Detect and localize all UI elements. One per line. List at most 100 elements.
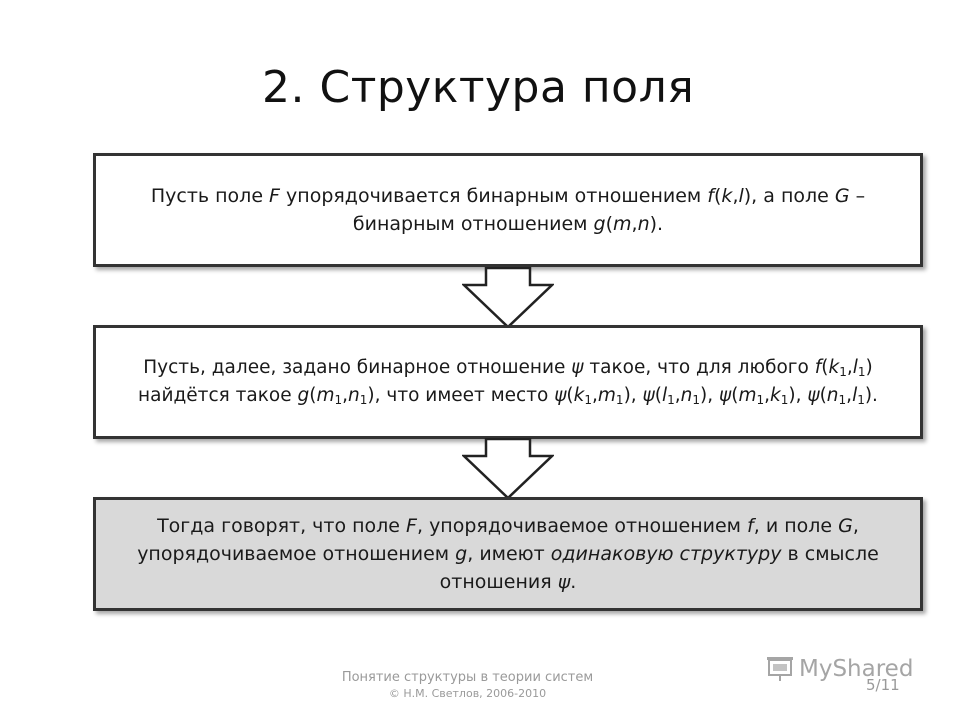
text-run: ( — [714, 185, 722, 207]
text-run: найдётся такое — [138, 385, 298, 406]
text-run: ( — [819, 385, 827, 406]
subscript: 1 — [756, 393, 765, 407]
watermark-text: MyShared — [799, 656, 914, 682]
math-symbol: ψ — [554, 385, 567, 406]
subscript: 1 — [692, 393, 701, 407]
text-run: ), — [623, 385, 643, 406]
text-run: ( — [566, 385, 574, 406]
math-symbol: n — [680, 385, 693, 406]
math-symbol: n — [637, 213, 650, 235]
math-symbol: l — [738, 185, 744, 207]
subscript: 1 — [780, 393, 789, 407]
text-run: упорядочиваемое отношением — [137, 543, 456, 565]
math-symbol: одинаковую структуру — [550, 543, 782, 565]
math-symbol: m — [613, 213, 632, 235]
premise-box-1: Пусть поле F упорядочивается бинарным от… — [93, 153, 923, 267]
text-run: ( — [654, 385, 662, 406]
math-symbol: F — [269, 185, 280, 207]
watermark-logo: MyShared — [766, 656, 913, 682]
premise-text-2: Пусть, далее, задано бинарное отношение … — [138, 354, 878, 410]
text-run: ( — [309, 385, 317, 406]
text-run: , — [342, 385, 349, 406]
slide-footer: Понятие структуры в теории систем © Н.М.… — [320, 670, 615, 702]
down-arrow-icon — [462, 438, 554, 500]
math-symbol: k — [721, 185, 733, 207]
math-symbol: g — [455, 543, 468, 565]
text-run: ( — [821, 357, 829, 378]
math-symbol: k — [770, 385, 781, 406]
slide-title: 2. Структура поля — [262, 62, 695, 113]
text-run: ) — [865, 357, 873, 378]
subscript: 1 — [667, 393, 675, 407]
math-symbol: k — [828, 357, 840, 378]
math-symbol: G — [838, 515, 853, 537]
text-run: , — [764, 385, 771, 406]
page-number: 5/11 — [866, 676, 900, 694]
text-run: Пусть, далее, задано бинарное отношение — [143, 357, 572, 378]
premise-box-2: Пусть, далее, задано бинарное отношение … — [93, 325, 923, 439]
text-run: ), — [788, 385, 808, 406]
math-symbol: ψ — [719, 385, 732, 406]
subscript: 1 — [584, 393, 592, 407]
math-symbol: ψ — [571, 357, 584, 378]
subscript: 1 — [839, 365, 847, 379]
text-run: ), а поле — [743, 185, 835, 207]
text-run: ), что имеет место — [367, 385, 555, 406]
text-run: отношения — [439, 571, 558, 593]
math-symbol: m — [738, 385, 757, 406]
text-run: , — [846, 385, 853, 406]
subscript: 1 — [838, 393, 847, 407]
text-run: Пусть поле — [150, 185, 270, 207]
text-run: в смысле — [781, 543, 879, 565]
projector-screen-icon — [767, 657, 793, 681]
math-symbol: f — [814, 357, 822, 378]
text-run: , — [852, 515, 859, 537]
math-symbol: m — [597, 385, 616, 406]
subscript: 1 — [334, 393, 343, 407]
math-symbol: k — [573, 385, 585, 406]
text-run: , — [631, 213, 638, 235]
text-run: упорядочивается бинарным отношением — [279, 185, 708, 207]
math-symbol: f — [747, 515, 754, 537]
text-run: ), — [700, 385, 720, 406]
math-symbol: G — [834, 185, 850, 207]
text-run: Тогда говорят, что поле — [157, 515, 407, 537]
down-arrow-icon — [462, 267, 554, 329]
math-symbol: ψ — [557, 571, 571, 593]
subscript: 1 — [359, 393, 368, 407]
subscript: 1 — [857, 365, 866, 379]
text-run: , и поле — [753, 515, 839, 537]
math-symbol: ψ — [642, 385, 655, 406]
text-run: ). — [864, 385, 878, 406]
math-symbol: l — [852, 357, 858, 378]
text-run: ). — [649, 213, 664, 235]
premise-text-1: Пусть поле F упорядочивается бинарным от… — [151, 182, 865, 238]
math-symbol: f — [707, 185, 714, 207]
math-symbol: g — [593, 213, 606, 235]
text-run: . — [570, 571, 577, 593]
footer-copyright: © Н.М. Светлов, 2006-2010 — [388, 687, 547, 700]
text-run: – — [849, 185, 866, 207]
text-run: такое, что для любого — [583, 357, 815, 378]
text-run: , — [592, 385, 598, 406]
conclusion-text: Тогда говорят, что поле F, упорядочиваем… — [137, 512, 879, 596]
text-run: , — [846, 357, 853, 378]
math-symbol: F — [406, 515, 417, 537]
text-run: , имеют — [467, 543, 551, 565]
text-run: , упорядочиваемое отношением — [416, 515, 748, 537]
math-symbol: g — [297, 385, 310, 406]
text-run: ( — [605, 213, 614, 235]
math-symbol: l — [852, 385, 858, 406]
math-symbol: n — [826, 385, 839, 406]
subscript: 1 — [857, 393, 865, 407]
text-run: бинарным отношением — [352, 213, 594, 235]
subscript: 1 — [615, 393, 624, 407]
math-symbol: m — [316, 385, 335, 406]
math-symbol: l — [661, 385, 668, 406]
text-run: , — [674, 385, 681, 406]
math-symbol: ψ — [807, 385, 820, 406]
text-run: , — [732, 185, 739, 207]
math-symbol: n — [348, 385, 360, 406]
text-run: ( — [731, 385, 739, 406]
conclusion-box: Тогда говорят, что поле F, упорядочиваем… — [93, 497, 923, 611]
